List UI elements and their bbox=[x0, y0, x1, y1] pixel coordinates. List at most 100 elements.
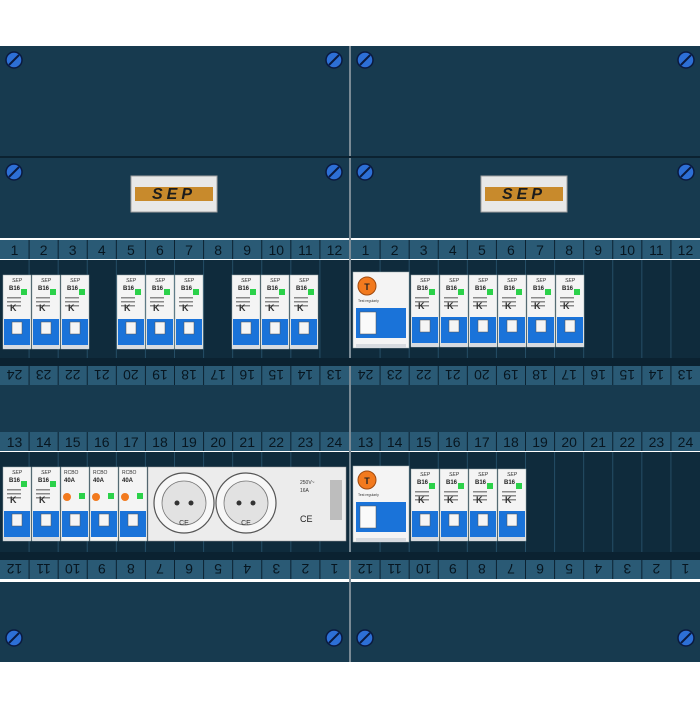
screw-slot bbox=[680, 54, 692, 66]
slot-number: 18 bbox=[532, 367, 548, 383]
slot-number: 4 bbox=[594, 561, 602, 577]
toggle-lever[interactable] bbox=[40, 321, 52, 335]
toggle-lever[interactable] bbox=[125, 321, 137, 335]
toggle-lever[interactable] bbox=[240, 321, 252, 335]
spec-text-line bbox=[502, 495, 516, 497]
breaker-brand: SEP bbox=[12, 470, 23, 476]
schuko-socket-icon[interactable]: CE bbox=[215, 472, 277, 534]
spec-text-line bbox=[473, 495, 487, 497]
slot-number: 13 bbox=[677, 367, 693, 383]
slot-number: 24 bbox=[7, 367, 23, 383]
toggle-lever[interactable] bbox=[506, 319, 518, 333]
terminal bbox=[62, 345, 88, 349]
spec-text-line bbox=[473, 305, 487, 307]
slot-number: 9 bbox=[98, 561, 106, 577]
slot-number: 4 bbox=[243, 561, 251, 577]
status-indicator bbox=[279, 289, 285, 295]
bottom-blank-cover bbox=[351, 582, 700, 662]
schuko-socket-icon[interactable]: CE bbox=[153, 472, 215, 534]
toggle-lever[interactable] bbox=[419, 513, 431, 527]
toggle-lever[interactable] bbox=[448, 513, 460, 527]
toggle-lever[interactable] bbox=[98, 513, 110, 527]
breaker-brand: SEP bbox=[299, 278, 310, 284]
slot-number: 17 bbox=[474, 434, 490, 450]
ce-mark-icon: CE bbox=[241, 520, 251, 527]
status-indicator bbox=[458, 289, 464, 295]
spec-text-line bbox=[502, 499, 516, 501]
slot-number: 21 bbox=[590, 434, 606, 450]
toggle-lever[interactable] bbox=[69, 321, 81, 335]
k-mark: K bbox=[297, 303, 304, 313]
toggle-lever[interactable] bbox=[535, 319, 547, 333]
toggle-lever[interactable] bbox=[448, 319, 460, 333]
spec-text-line bbox=[415, 495, 429, 497]
toggle-lever[interactable] bbox=[477, 319, 489, 333]
spec-text-line bbox=[560, 305, 574, 307]
rcbo-label: RCBO bbox=[93, 470, 108, 476]
toggle-lever[interactable] bbox=[269, 321, 281, 335]
spec-text-line bbox=[236, 297, 250, 299]
toggle-lever[interactable] bbox=[564, 319, 576, 333]
screw-icon bbox=[356, 51, 374, 69]
toggle-lever[interactable] bbox=[183, 321, 195, 335]
toggle-lever[interactable] bbox=[506, 513, 518, 527]
toggle-lever[interactable] bbox=[11, 513, 23, 527]
spec-text-line bbox=[265, 297, 279, 299]
screw-slot bbox=[328, 54, 340, 66]
toggle-lever[interactable] bbox=[127, 513, 139, 527]
slot-number: 4 bbox=[98, 242, 106, 258]
slot-number: 23 bbox=[649, 434, 665, 450]
logo-text: SEP bbox=[152, 186, 196, 203]
rcbo-lever[interactable] bbox=[359, 505, 377, 529]
slot-number: 9 bbox=[594, 242, 602, 258]
toggle-lever[interactable] bbox=[40, 513, 52, 527]
spec-text-line bbox=[179, 297, 193, 299]
slot-number: 10 bbox=[416, 561, 432, 577]
toggle-lever[interactable] bbox=[154, 321, 166, 335]
rcbo-label: RCBO bbox=[122, 470, 137, 476]
test-button-icon[interactable]: T bbox=[357, 276, 377, 296]
status-indicator bbox=[137, 493, 143, 499]
screw-slot bbox=[680, 166, 692, 178]
breaker-brand: SEP bbox=[536, 278, 547, 284]
toggle-lever[interactable] bbox=[419, 319, 431, 333]
top-blank-cover bbox=[0, 46, 349, 156]
rcbo-lever[interactable] bbox=[359, 311, 377, 335]
test-button-icon[interactable]: T bbox=[357, 470, 377, 490]
terminal bbox=[441, 343, 467, 347]
toggle-lever[interactable] bbox=[477, 513, 489, 527]
toggle-lever[interactable] bbox=[298, 321, 310, 335]
screw-icon bbox=[677, 51, 695, 69]
toggle-lever[interactable] bbox=[11, 321, 23, 335]
status-indicator bbox=[429, 483, 435, 489]
toggle-lever[interactable] bbox=[69, 513, 81, 527]
